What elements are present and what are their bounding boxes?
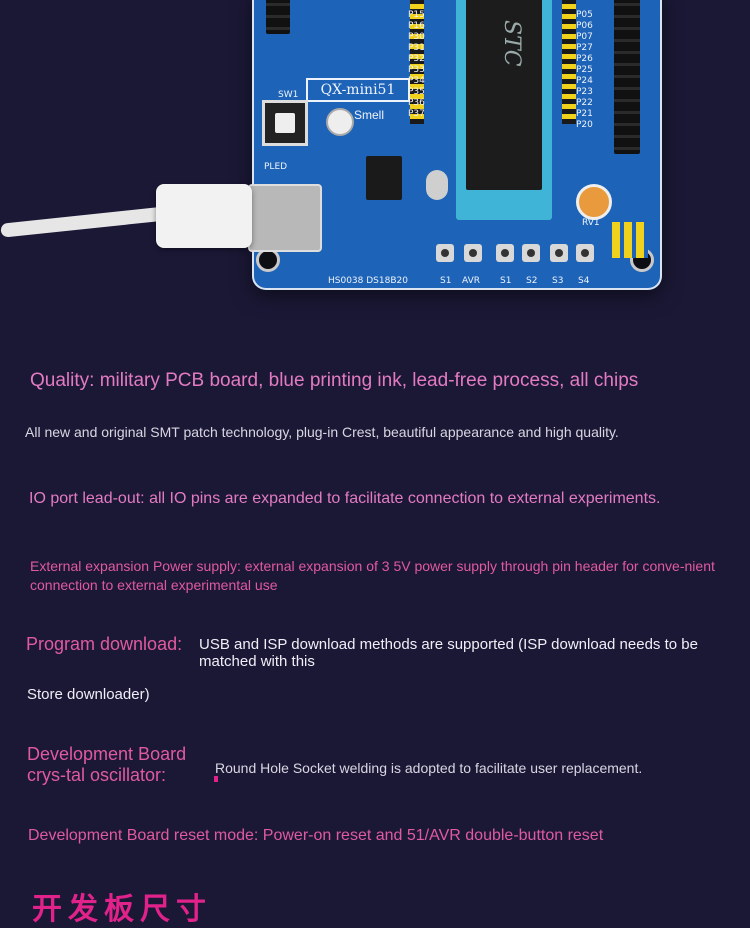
crystal <box>426 170 448 200</box>
pin-header-left <box>410 0 424 124</box>
pin-header-right <box>562 0 576 124</box>
key-button <box>496 244 514 262</box>
silk-key-s1: S1 <box>440 276 452 286</box>
mcu-chip: STC <box>466 0 542 190</box>
feature-power: External expansion Power supply: externa… <box>30 558 715 593</box>
female-header-small <box>266 0 290 34</box>
silk-pled: PLED <box>264 162 288 172</box>
usb-serial-ic <box>366 156 402 200</box>
silk-key-s4: S4 <box>578 276 590 286</box>
feature-quality: Quality: military PCB board, blue printi… <box>30 370 639 391</box>
usb-port <box>248 184 322 252</box>
board-logo: QX-mini51 <box>306 78 410 102</box>
female-header <box>614 0 640 154</box>
silk-sw1: SW1 <box>278 90 299 100</box>
potentiometer <box>576 184 612 220</box>
feature-crystal-label: Development Board crys-tal oscillator: <box>27 744 187 785</box>
key-button <box>436 244 454 262</box>
usb-plug <box>156 184 252 248</box>
key-button <box>522 244 540 262</box>
feature-reset: Development Board reset mode: Power-on r… <box>28 827 604 844</box>
key-button <box>464 244 482 262</box>
silk-key-avr: AVR <box>462 276 480 286</box>
chip-socket: STC <box>456 0 552 220</box>
key-button <box>550 244 568 262</box>
silk-key-s3: S3 <box>552 276 564 286</box>
silk-key-s2: S2 <box>526 276 538 286</box>
bullet-dot <box>214 776 218 782</box>
feature-program-text: USB and ISP download methods are support… <box>199 636 698 670</box>
feature-io-port: IO port lead-out: all IO pins are expand… <box>29 490 661 507</box>
silk-rv1: RV1 <box>582 218 600 228</box>
power-switch <box>262 100 308 146</box>
key-button <box>576 244 594 262</box>
capacitor <box>326 108 354 136</box>
section-title: 开发板尺寸 <box>32 893 212 926</box>
feature-crystal-text: Round Hole Socket welding is adopted to … <box>215 760 643 776</box>
product-photo: STC QX-mini51 SW1 PLED Smell RV1 HS0038 … <box>0 0 750 300</box>
feature-program-cont: Store downloader) <box>27 686 150 703</box>
silk-hs: HS0038 DS18B20 <box>328 276 408 286</box>
power-pin-block <box>612 222 648 258</box>
usb-cable <box>0 206 171 238</box>
feature-smt: All new and original SMT patch technolog… <box>25 424 619 440</box>
silk-key-s1b: S1 <box>500 276 512 286</box>
feature-program-label: Program download: <box>26 634 183 654</box>
smell-label: Smell <box>354 108 385 122</box>
